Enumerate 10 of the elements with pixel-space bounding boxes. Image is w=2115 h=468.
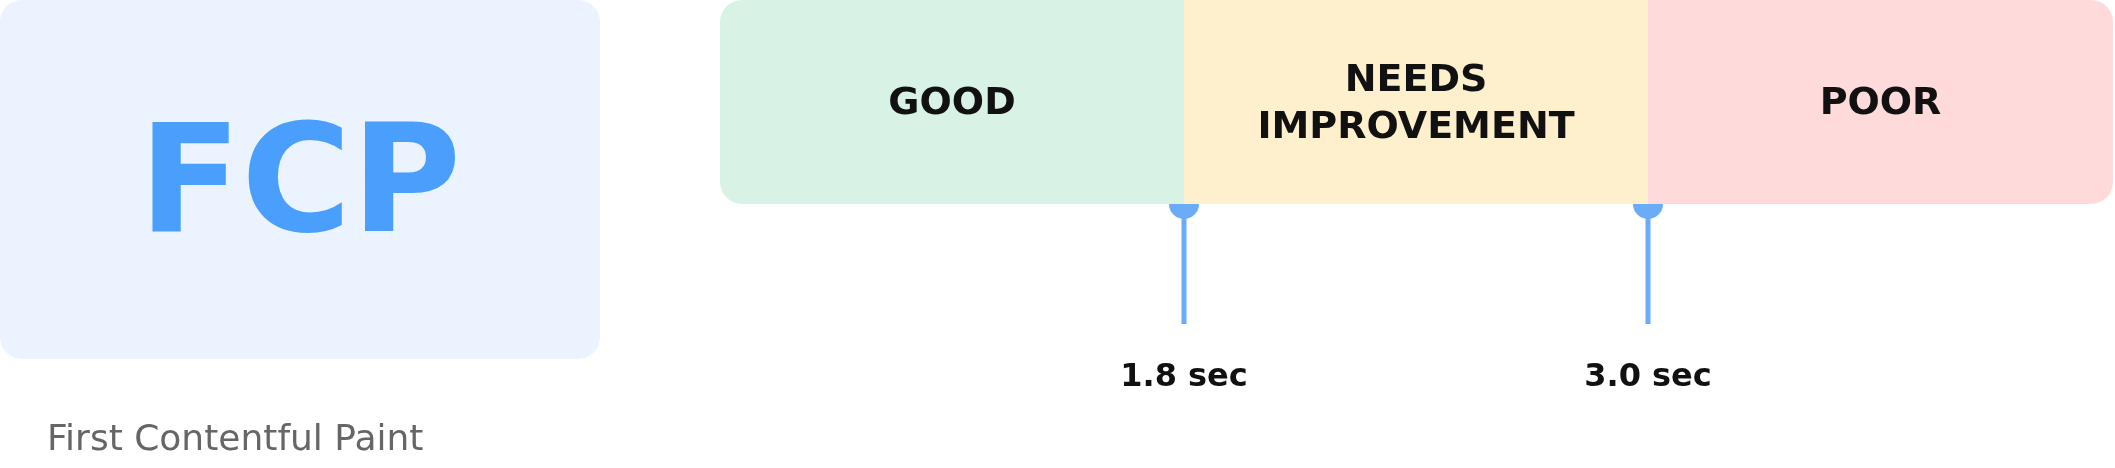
threshold-value: 1.8 sec — [1120, 356, 1248, 394]
rating-segment — [1648, 0, 2113, 204]
rating-label: NEEDS IMPROVEMENT — [1256, 54, 1576, 149]
threshold-value: 3.0 sec — [1584, 356, 1712, 394]
rating-segment — [1184, 0, 1648, 204]
rating-segment — [720, 0, 1184, 204]
metric-abbreviation: FCP — [138, 90, 462, 268]
rating-label: GOOD — [888, 78, 1016, 126]
rating-label: POOR — [1819, 78, 1942, 126]
metric-name: First Contentful Paint — [47, 417, 424, 458]
